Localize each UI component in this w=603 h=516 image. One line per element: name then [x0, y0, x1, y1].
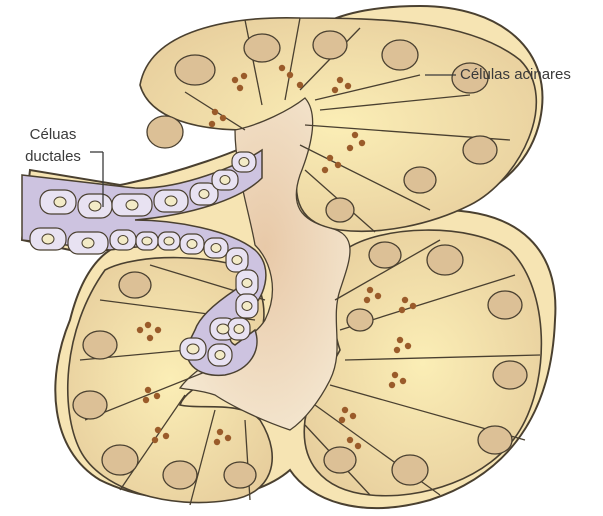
acinar-cells-label: Células acinares — [460, 64, 571, 86]
ductal-cells-label: Céluas ductales — [10, 124, 96, 168]
ductal-cells-label-line2: ductales — [10, 146, 96, 168]
ductal-cells-label-line1: Céluas — [10, 124, 96, 146]
